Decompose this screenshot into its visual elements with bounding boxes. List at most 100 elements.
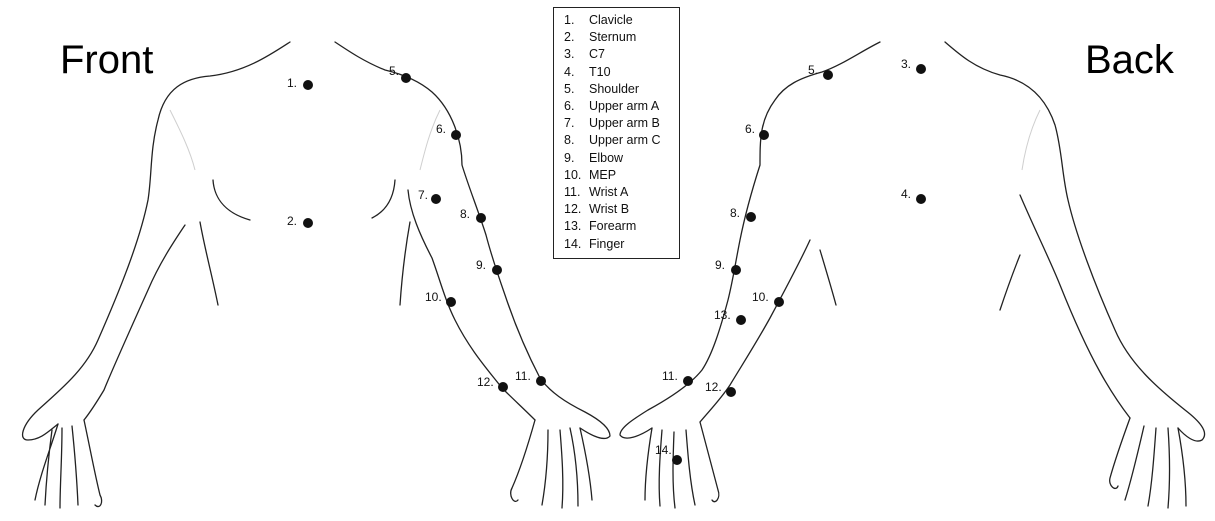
marker-label: 11. <box>662 369 678 383</box>
legend-number: 8. <box>564 132 589 149</box>
marker-front-10: 10. <box>425 290 456 307</box>
legend-number: 14. <box>564 236 589 253</box>
legend-number: 1. <box>564 12 589 29</box>
legend-item: 13.Forearm <box>564 218 679 235</box>
legend-number: 4. <box>564 64 589 81</box>
legend-label: Forearm <box>589 219 636 233</box>
marker-dot <box>401 73 411 83</box>
marker-front-11: 11. <box>515 369 546 386</box>
front-figure <box>23 42 610 508</box>
legend-label: Clavicle <box>589 13 633 27</box>
legend-item: 6.Upper arm A <box>564 98 679 115</box>
legend-label: C7 <box>589 47 605 61</box>
marker-label: 8. <box>730 206 740 220</box>
marker-label: 6. <box>745 122 755 136</box>
marker-front-2: 2. <box>287 214 313 228</box>
legend-number: 2. <box>564 29 589 46</box>
marker-dot <box>916 64 926 74</box>
marker-front-8: 8. <box>460 207 486 223</box>
legend-number: 10. <box>564 167 589 184</box>
legend-number: 5. <box>564 81 589 98</box>
legend-item: 11.Wrist A <box>564 184 679 201</box>
marker-front-7: 7. <box>418 188 441 204</box>
marker-dot <box>476 213 486 223</box>
legend-item: 10.MEP <box>564 167 679 184</box>
marker-label: 4. <box>901 187 911 201</box>
legend-label: Upper arm A <box>589 99 659 113</box>
marker-dot <box>726 387 736 397</box>
legend-item: 9.Elbow <box>564 150 679 167</box>
legend-label: Upper arm C <box>589 133 661 147</box>
legend-label: Sternum <box>589 30 636 44</box>
legend-item: 14.Finger <box>564 236 679 253</box>
legend-item: 2.Sternum <box>564 29 679 46</box>
legend-number: 11. <box>564 184 589 201</box>
marker-label: 7. <box>418 188 428 202</box>
legend-number: 7. <box>564 115 589 132</box>
marker-dot <box>303 80 313 90</box>
marker-front-6: 6. <box>436 122 461 140</box>
marker-front-1: 1. <box>287 76 313 90</box>
marker-label: 13. <box>714 308 731 322</box>
legend-item: 8.Upper arm C <box>564 132 679 149</box>
marker-label: 9. <box>715 258 725 272</box>
marker-back-6: 6. <box>745 122 769 140</box>
marker-dot <box>746 212 756 222</box>
marker-dot <box>451 130 461 140</box>
legend-label: Elbow <box>589 151 623 165</box>
marker-dot <box>536 376 546 386</box>
legend-item: 1.Clavicle <box>564 12 679 29</box>
legend-number: 13. <box>564 218 589 235</box>
legend-box: 1.Clavicle 2.Sternum 3.C7 4.T10 5.Should… <box>553 7 680 259</box>
legend-item: 4.T10 <box>564 64 679 81</box>
marker-dot <box>498 382 508 392</box>
back-title: Back <box>1085 38 1174 83</box>
legend-number: 9. <box>564 150 589 167</box>
marker-back-10: 10. <box>752 290 784 307</box>
marker-back-3: 3. <box>901 57 926 74</box>
marker-front-5: 5. <box>389 64 411 83</box>
marker-dot <box>823 70 833 80</box>
marker-back-4: 4. <box>901 187 926 204</box>
marker-dot <box>492 265 502 275</box>
marker-label: 8. <box>460 207 470 221</box>
marker-label: 1. <box>287 76 297 90</box>
front-markers: 1. 2. 5. 6. 7. 8. 9. 10. 11. 12. <box>287 64 546 392</box>
marker-front-12: 12. <box>477 375 508 392</box>
marker-dot <box>774 297 784 307</box>
marker-dot <box>759 130 769 140</box>
marker-back-14: 14. <box>655 443 682 465</box>
marker-label: 11. <box>515 369 531 383</box>
back-figure <box>620 42 1205 508</box>
marker-dot <box>683 376 693 386</box>
legend-item: 5.Shoulder <box>564 81 679 98</box>
marker-back-5: 5. <box>808 63 833 80</box>
legend-number: 12. <box>564 201 589 218</box>
marker-label: 2. <box>287 214 297 228</box>
marker-label: 10. <box>425 290 442 304</box>
marker-dot <box>916 194 926 204</box>
marker-label: 9. <box>476 258 486 272</box>
legend-label: Finger <box>589 237 624 251</box>
marker-label: 12. <box>477 375 494 389</box>
legend-number: 6. <box>564 98 589 115</box>
front-title: Front <box>60 38 153 83</box>
legend-label: Wrist A <box>589 185 628 199</box>
legend-label: Shoulder <box>589 82 639 96</box>
back-markers: 3. 4. 5. 6. 8. 9. 10. 11. 12. 13. 14. <box>655 57 926 465</box>
marker-back-9: 9. <box>715 258 741 275</box>
marker-label: 3. <box>901 57 911 71</box>
marker-dot <box>731 265 741 275</box>
marker-dot <box>431 194 441 204</box>
marker-front-9: 9. <box>476 258 502 275</box>
marker-label: 5. <box>808 63 818 77</box>
marker-dot <box>736 315 746 325</box>
legend-label: Wrist B <box>589 202 629 216</box>
legend-item: 3.C7 <box>564 46 679 63</box>
legend-item: 12.Wrist B <box>564 201 679 218</box>
marker-label: 10. <box>752 290 769 304</box>
marker-dot <box>446 297 456 307</box>
marker-back-11: 11. <box>662 369 693 386</box>
marker-dot <box>303 218 313 228</box>
